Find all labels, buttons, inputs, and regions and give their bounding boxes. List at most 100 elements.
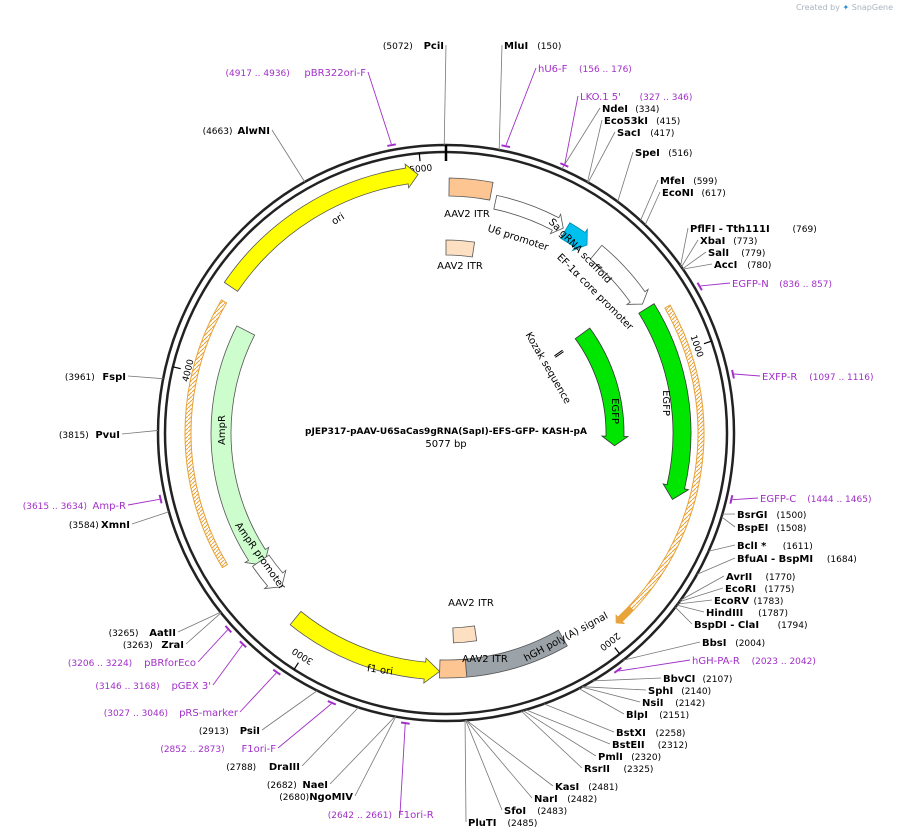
- primer-mark-pgex-3: [239, 640, 247, 648]
- site-pvui[interactable]: PvuI: [95, 430, 120, 441]
- site-draiii[interactable]: DraIII: [269, 762, 300, 773]
- site-pos-psii: (2913): [199, 727, 229, 737]
- site-psii[interactable]: PsiI: [240, 726, 260, 737]
- primer-prs-marker[interactable]: pRS-marker: [179, 708, 239, 719]
- site-bstxi[interactable]: BstXI: [616, 728, 646, 739]
- feature-aav2-itr-bottom[interactable]: [439, 658, 468, 679]
- primer-range-pgex-3: (3146 .. 3168): [95, 682, 159, 692]
- site-bbsi[interactable]: BbsI: [702, 638, 726, 649]
- leader-bbsi: [622, 641, 701, 661]
- site-kasi[interactable]: KasI: [555, 782, 579, 793]
- site-pos-mlui: (150): [537, 42, 561, 52]
- primer-range-prs-marker: (3027 .. 3046): [104, 709, 168, 719]
- site-mfei[interactable]: MfeI: [660, 176, 685, 187]
- site-sali[interactable]: SalI: [708, 248, 729, 259]
- site-bspei[interactable]: BspEI: [737, 523, 768, 534]
- site-sfoi[interactable]: SfoI: [504, 806, 526, 817]
- site-bfuai-bspmi[interactable]: BfuAI - BspMI: [737, 554, 813, 565]
- site-pmli[interactable]: PmlI: [598, 752, 623, 763]
- site-pos-saci: (417): [650, 129, 674, 139]
- primer-egfp-n[interactable]: EGFP-N: [732, 279, 769, 290]
- site-saci[interactable]: SacI: [617, 128, 641, 139]
- leader-alwni: [271, 129, 306, 183]
- site-avrii[interactable]: AvrII: [726, 572, 752, 583]
- leader-bsteii: [525, 709, 611, 745]
- primer-exfp-r[interactable]: EXFP-R: [762, 372, 797, 383]
- primer-amp-r[interactable]: Amp-R: [93, 501, 127, 512]
- primer-f1ori-r[interactable]: F1ori-R: [398, 810, 434, 821]
- site-ecorv[interactable]: EcoRV: [714, 596, 749, 607]
- site-zrai[interactable]: ZraI: [161, 640, 184, 651]
- site-ecori[interactable]: EcoRI: [725, 584, 756, 595]
- leader-bspei: [721, 516, 736, 528]
- site-aatii[interactable]: AatII: [149, 628, 176, 639]
- primer-hu6-f[interactable]: hU6-F: [538, 64, 568, 75]
- leader-bcli: [708, 544, 736, 552]
- site-fspi[interactable]: FspI: [102, 372, 126, 383]
- feature-egfp-outer[interactable]: [638, 303, 692, 501]
- feature-sa-grna-scaffold[interactable]: [560, 222, 588, 252]
- feature-aav2-itr-top-inner[interactable]: [445, 239, 476, 258]
- site-pluti[interactable]: PluTI: [468, 818, 496, 829]
- primer-leader-hu6-f: [505, 67, 537, 146]
- site-ngomiv[interactable]: NgoMIV: [309, 792, 353, 803]
- site-pos-pflfi-tth111i: (769): [793, 225, 817, 235]
- kozak-mark-2: [555, 351, 564, 358]
- feature-aav2-itr-bottom-inner[interactable]: [452, 625, 478, 644]
- site-naei[interactable]: NaeI: [302, 780, 328, 791]
- tick-label-3000: 3000: [290, 645, 315, 666]
- site-eco53ki[interactable]: Eco53kI: [604, 116, 648, 127]
- feature-aav2-itr-top[interactable]: [448, 177, 494, 201]
- primer-range-hu6-f: (156 .. 176): [579, 65, 632, 75]
- leader-acci: [682, 263, 713, 270]
- feature-egfp-inner[interactable]: [574, 327, 630, 447]
- primer-hgh-pa-r[interactable]: hGH-PA-R: [692, 656, 740, 667]
- site-pos-econi: (617): [702, 189, 726, 199]
- feature-ampr[interactable]: [210, 325, 270, 566]
- feature-ori[interactable]: [223, 163, 419, 292]
- primer-range-pbr322ori-f: (4917 .. 4936): [226, 69, 290, 79]
- primer-range-amp-r: (3615 .. 3634): [23, 502, 87, 512]
- site-bsteii[interactable]: BstEII: [612, 740, 645, 751]
- site-pos-ecori: (1775): [765, 585, 795, 595]
- site-ndei[interactable]: NdeI: [602, 104, 628, 115]
- site-alwni[interactable]: AlwNI: [238, 126, 271, 137]
- primer-range-exfp-r: (1097 .. 1116): [809, 373, 873, 383]
- leader-zrai: [185, 612, 222, 645]
- site-nsii[interactable]: NsiI: [642, 698, 663, 709]
- leader-sfoi: [465, 720, 503, 811]
- feature-ampr-promoter[interactable]: [251, 554, 287, 590]
- leader-hindiii: [676, 604, 705, 613]
- primer-lko-1-5[interactable]: LKO.1 5': [580, 92, 621, 103]
- feature-ef1a-core-promoter[interactable]: [589, 244, 650, 305]
- site-spei[interactable]: SpeI: [635, 148, 660, 159]
- site-sphi[interactable]: SphI: [648, 686, 673, 697]
- site-bbvci[interactable]: BbvCI: [663, 674, 695, 685]
- primer-pbrforeco[interactable]: pBRforEco: [144, 658, 196, 669]
- site-pcii[interactable]: PciI: [424, 41, 444, 52]
- site-bsrgi[interactable]: BsrGI: [737, 510, 767, 521]
- site-xbai[interactable]: XbaI: [700, 236, 725, 247]
- primer-leader-f1ori-r: [399, 724, 406, 815]
- site-blpi[interactable]: BlpI: [626, 710, 648, 721]
- leader-sphi: [582, 686, 647, 691]
- feature-f1-ori[interactable]: [289, 610, 441, 684]
- site-pos-avrii: (1770): [766, 573, 796, 583]
- site-pflfi-tth111i[interactable]: PflFI - Tth111I: [690, 224, 770, 235]
- primer-f1ori-f[interactable]: F1ori-F: [242, 744, 277, 755]
- leader-blpi: [578, 688, 625, 715]
- site-nari[interactable]: NarI: [534, 794, 558, 805]
- primer-egfp-c[interactable]: EGFP-C: [760, 494, 796, 505]
- site-bcli[interactable]: BclI *: [737, 541, 767, 552]
- primer-pbr322ori-f[interactable]: pBR322ori-F: [304, 68, 366, 79]
- site-econi[interactable]: EcoNI: [662, 188, 694, 199]
- feature-u6-promoter[interactable]: [493, 194, 564, 235]
- site-rsrii[interactable]: RsrII: [584, 764, 610, 775]
- site-acci[interactable]: AccI: [714, 260, 737, 271]
- leader-saci: [587, 131, 616, 183]
- site-hindiii[interactable]: HindIII: [706, 608, 743, 619]
- primer-pgex-3[interactable]: pGEX 3': [171, 681, 211, 692]
- site-mlui[interactable]: MluI: [504, 41, 528, 52]
- site-bspdi-clai[interactable]: BspDI - ClaI: [694, 620, 759, 631]
- site-xmni[interactable]: XmnI: [101, 520, 130, 531]
